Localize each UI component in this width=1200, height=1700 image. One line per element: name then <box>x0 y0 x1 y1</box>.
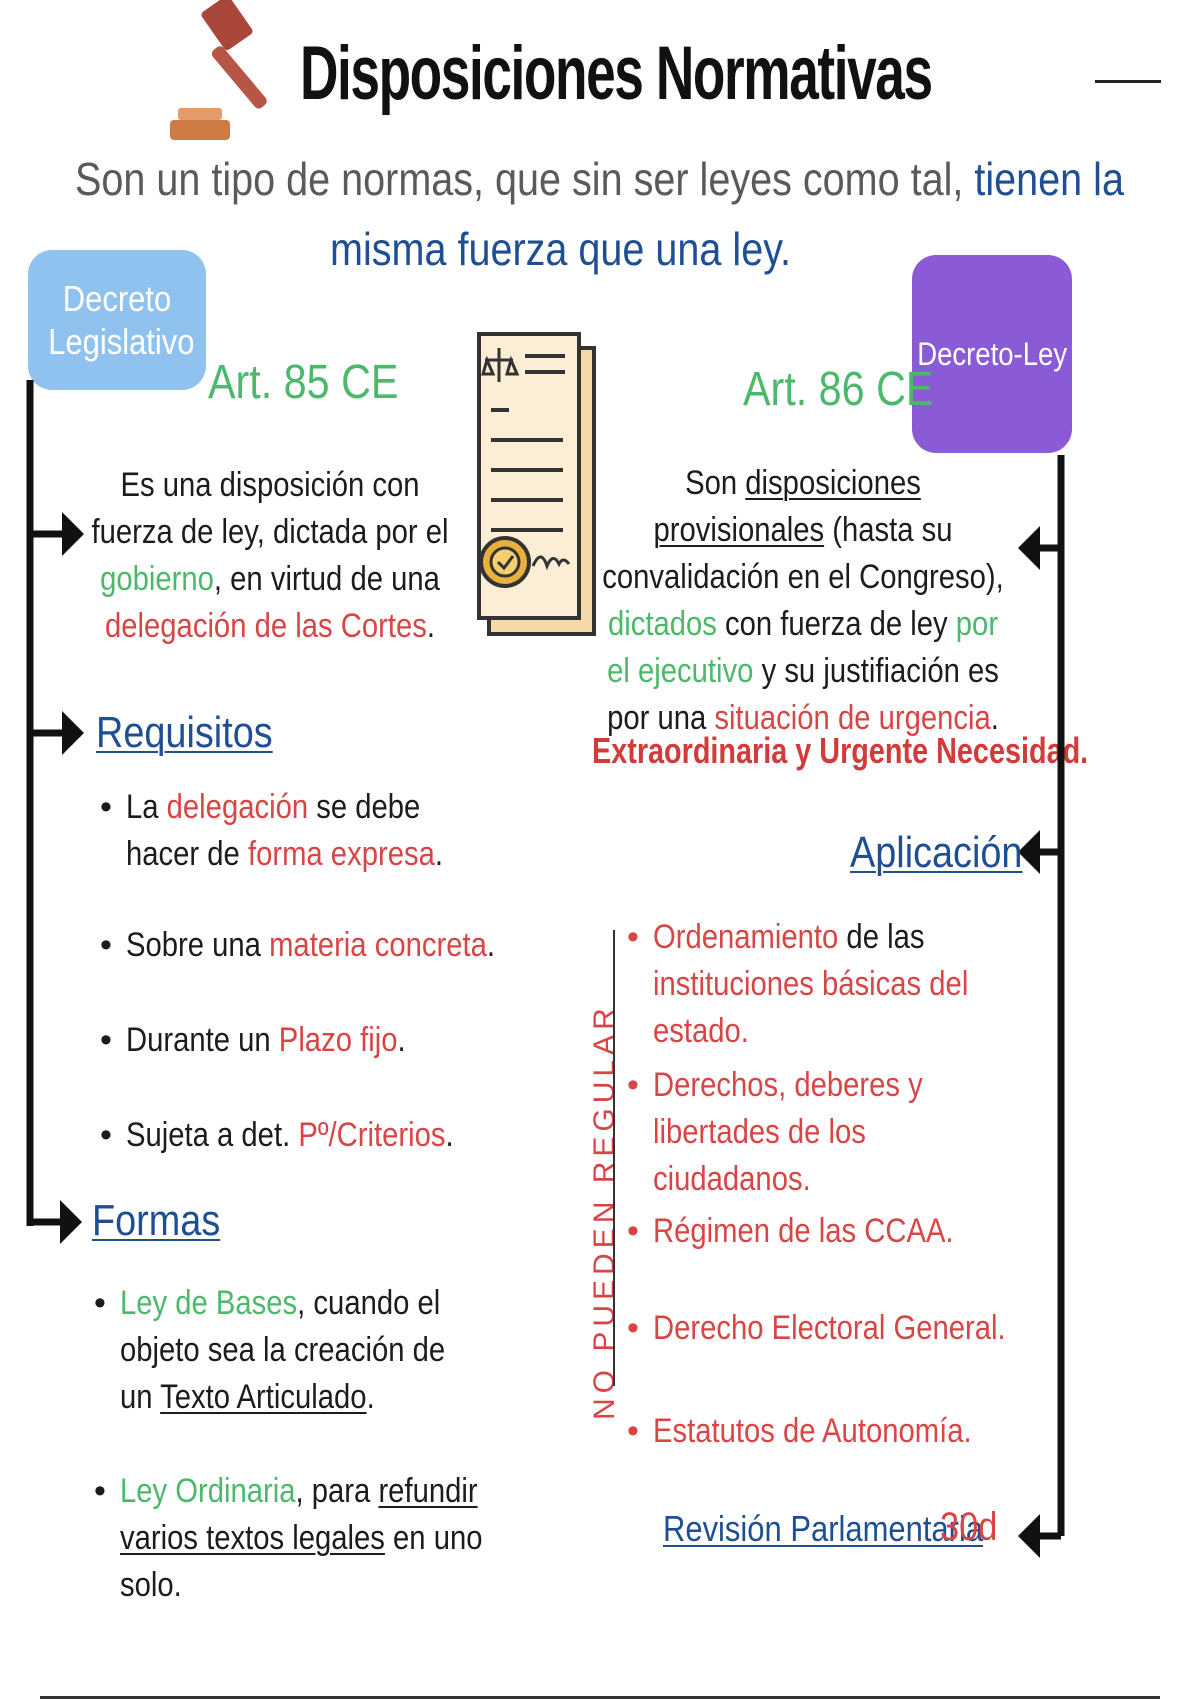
intro-line-2: misma fuerza que una ley. <box>330 223 792 275</box>
item-highlight: materia concreta <box>269 926 487 964</box>
list-item: Derechos, deberes y libertades de los ci… <box>627 1062 1083 1203</box>
item-underlined: refundir varios textos legales <box>120 1472 478 1557</box>
intro-highlight: tienen la <box>974 153 1124 205</box>
definition-text: y su justifiación es por una <box>607 652 999 737</box>
dash-line <box>1095 80 1161 83</box>
item-highlight: Derechos, deberes y libertades de los ci… <box>653 1066 923 1198</box>
legal-document-icon <box>477 332 596 636</box>
list-item: Ley Ordinaria, para refundir varios text… <box>94 1468 560 1609</box>
item-highlight: Estatutos de Autonomía. <box>653 1412 972 1450</box>
aplicacion-heading: Aplicación <box>850 828 1023 877</box>
item-text: de <box>207 835 240 873</box>
definition-highlight-urgencia: situación de urgencia <box>714 699 991 737</box>
item-text: , cuando el objeto sea la creación de un <box>120 1284 446 1416</box>
item-highlight: Pº/Criterios <box>298 1116 446 1154</box>
item-text: Durante un <box>126 1021 271 1059</box>
article-86-label: Art. 86 CE <box>743 363 934 416</box>
vertical-bracket-line <box>613 930 615 1386</box>
definition-text: con fuerza de ley <box>724 605 948 643</box>
definition-text: , en virtud de una <box>213 560 440 598</box>
item-text: La <box>126 788 159 826</box>
list-item: Sujeta a det. Pº/Criterios. <box>100 1112 507 1159</box>
item-text: , para <box>295 1472 371 1510</box>
item-text: . <box>486 926 495 964</box>
item-text: Sujeta a det. <box>126 1116 291 1154</box>
article-85-label: Art. 85 CE <box>208 356 399 409</box>
item-highlight: instituciones básicas del estado. <box>653 965 969 1050</box>
list-item: Régimen de las CCAA. <box>627 1208 1003 1255</box>
requisitos-heading: Requisitos <box>96 708 273 757</box>
page-title: Disposiciones Normativas <box>300 31 933 116</box>
urgency-emphasis: Extraordinaria y Urgente Necesidad. <box>592 730 1089 771</box>
formas-heading: Formas <box>92 1196 221 1245</box>
item-text: de las <box>846 918 925 956</box>
item-text: . <box>397 1021 406 1059</box>
definition-text: . <box>426 607 435 645</box>
item-highlight: Régimen de las CCAA. <box>653 1212 954 1250</box>
list-item: Sobre una materia concreta. <box>100 922 555 969</box>
item-text: se debe hacer <box>126 788 421 873</box>
bottom-rule <box>40 1696 1160 1699</box>
definition-text: Son <box>685 464 738 502</box>
item-text: en uno solo. <box>120 1519 483 1604</box>
decreto-ley-definition: Son disposiciones provisionales (hasta s… <box>598 460 1008 742</box>
definition-highlight-gobierno: gobierno <box>100 560 214 598</box>
list-item: Durante un Plazo fijo. <box>100 1017 451 1064</box>
decreto-legislativo-definition: Es una disposición con fuerza de ley, di… <box>80 462 460 650</box>
definition-text: (hasta su convalidación en el Congreso), <box>602 511 1004 596</box>
item-highlight: delegación <box>166 788 309 826</box>
item-highlight: Ordenamiento <box>653 918 839 956</box>
definition-highlight-delegacion: delegación de las Cortes <box>105 607 427 645</box>
item-text: . <box>434 835 443 873</box>
item-underlined: Texto Articulado <box>160 1378 367 1416</box>
decreto-ley-label: Decreto-Ley <box>917 335 1067 372</box>
decreto-legislativo-label: Decreto Legislativo <box>48 277 195 362</box>
definition-highlight-dictados: dictados <box>607 605 717 643</box>
item-highlight: Ley Ordinaria <box>120 1472 296 1510</box>
intro-text: Son un tipo de normas, que sin ser leyes… <box>75 153 964 205</box>
item-highlight: Plazo fijo <box>278 1021 398 1059</box>
item-text: . <box>366 1378 375 1416</box>
revision-days: 30d <box>940 1505 998 1549</box>
definition-highlight-ejecutivo: por el ejecutivo <box>607 605 999 690</box>
list-item: Estatutos de Autonomía. <box>627 1408 1023 1455</box>
decreto-legislativo-badge: Decreto Legislativo <box>28 250 206 390</box>
intro-line-1: Son un tipo de normas, que sin ser leyes… <box>75 152 1124 206</box>
item-highlight: Ley de Bases <box>120 1284 298 1322</box>
definition-underlined: disposiciones provisionales <box>653 464 921 549</box>
definition-text: . <box>990 699 999 737</box>
definition-text: Es una disposición con fuerza de ley, di… <box>91 466 449 551</box>
gavel-icon <box>170 0 267 140</box>
list-item: Ordenamiento de las instituciones básica… <box>627 914 1083 1055</box>
item-highlight: forma expresa <box>247 835 435 873</box>
list-item: Ley de Bases, cuando el objeto sea la cr… <box>94 1280 540 1421</box>
decreto-ley-badge: Decreto-Ley <box>912 255 1072 453</box>
item-highlight: Derecho Electoral General. <box>653 1309 1006 1347</box>
list-item: Derecho Electoral General. <box>627 1305 1063 1352</box>
item-text: Sobre una <box>126 926 261 964</box>
item-text: . <box>445 1116 454 1154</box>
revision-parlamentaria: Revisión Parlamentaria <box>663 1508 984 1549</box>
list-item: La delegación se debe hacer de forma exp… <box>100 784 506 878</box>
